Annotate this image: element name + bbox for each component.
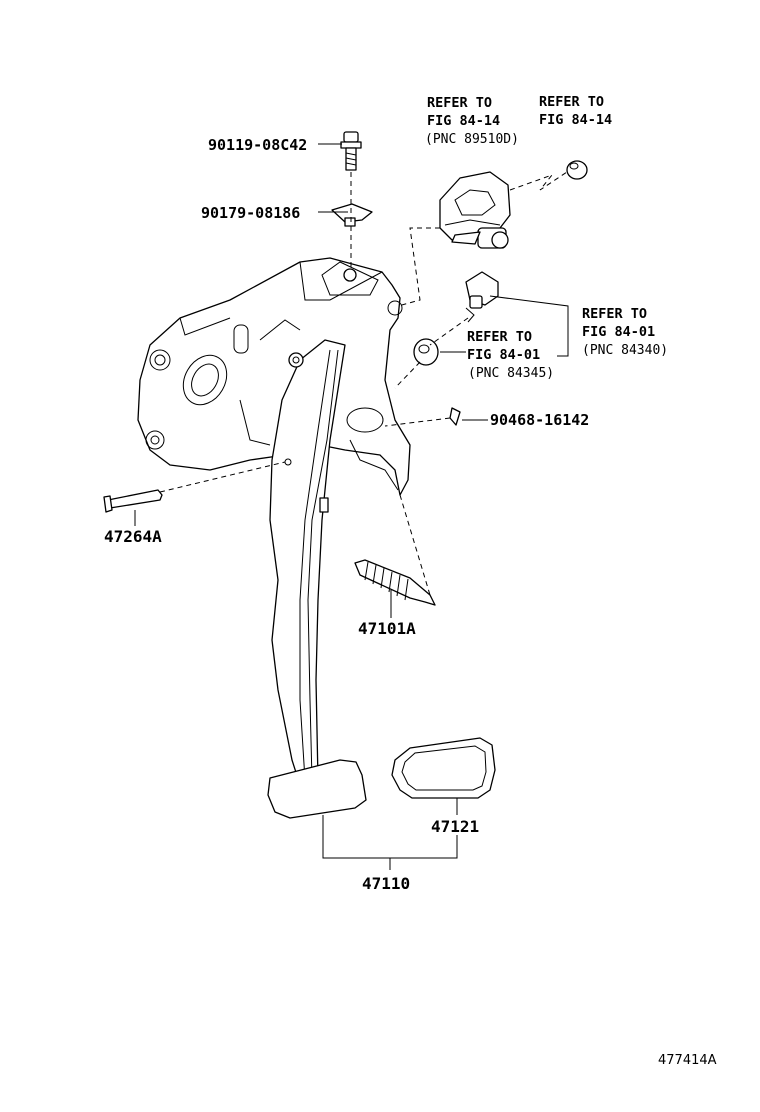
pedal-arm bbox=[269, 339, 346, 786]
label-pin-47264a: 47264A bbox=[104, 527, 162, 546]
label-ref-fig8401-b-line1: REFER TO bbox=[467, 329, 532, 345]
return-spring bbox=[354, 559, 436, 606]
label-ref-fig8414-b-line2: FIG 84-14 bbox=[539, 112, 612, 128]
stop-lamp-switch bbox=[439, 171, 511, 249]
assembly-lines bbox=[159, 171, 568, 596]
pedal-foot bbox=[267, 759, 367, 819]
label-ref-fig8401-a-line2: FIG 84-01 bbox=[582, 324, 655, 340]
label-clip-90468: 90468-16142 bbox=[490, 411, 589, 429]
pedal-bracket bbox=[137, 257, 411, 496]
label-nut-90179: 90179-08186 bbox=[201, 204, 300, 222]
pedal-pad bbox=[391, 737, 496, 799]
label-ref-fig8414-a-pnc: (PNC 89510D) bbox=[425, 132, 519, 147]
middle-cushion bbox=[413, 338, 439, 366]
label-spring-47101a: 47101A bbox=[358, 619, 416, 638]
label-bolt-90119: 90119-08C42 bbox=[208, 136, 307, 154]
bolt bbox=[340, 131, 362, 171]
clevis-pin bbox=[103, 489, 163, 513]
upper-cushion bbox=[566, 160, 588, 180]
label-ref-fig8401-a-line1: REFER TO bbox=[582, 306, 647, 322]
leader-lines bbox=[134, 143, 569, 870]
clip bbox=[449, 407, 461, 426]
label-pad-47121: 47121 bbox=[431, 817, 479, 836]
label-ref-fig8401-b-line2: FIG 84-01 bbox=[467, 347, 540, 363]
label-ref-fig8414-b-line1: REFER TO bbox=[539, 94, 604, 110]
label-ref-fig8414-a-line1: REFER TO bbox=[427, 95, 492, 111]
label-pedal-47110: 47110 bbox=[362, 874, 410, 893]
label-ref-fig8401-a-pnc: (PNC 84340) bbox=[582, 343, 668, 358]
stop-light-switch bbox=[465, 271, 499, 323]
retainer-nut bbox=[331, 203, 373, 227]
label-ref-fig8401-b-pnc: (PNC 84345) bbox=[468, 366, 554, 381]
label-ref-fig8414-a-line2: FIG 84-14 bbox=[427, 113, 500, 129]
figure-id: 477414A bbox=[658, 1053, 717, 1068]
